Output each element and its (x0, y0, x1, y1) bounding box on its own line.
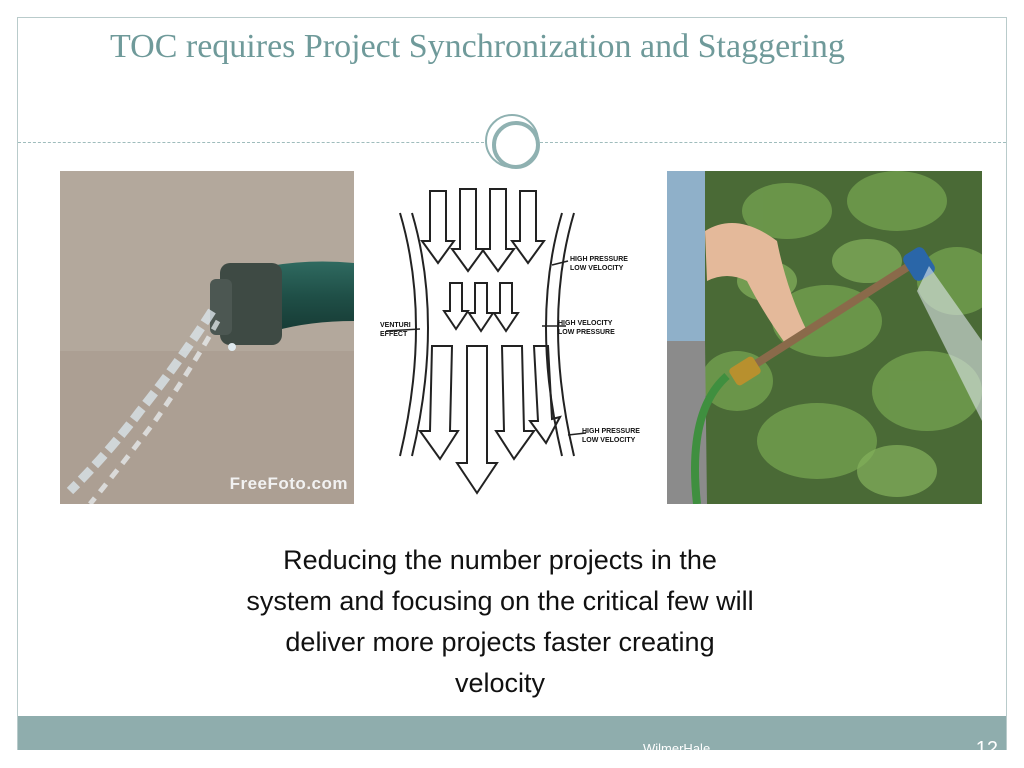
middle-label-line2: LOW PRESSURE (558, 329, 615, 336)
garden-watering-photo (667, 171, 982, 504)
hose-drip-photo: FreeFoto.com (60, 171, 354, 504)
venturi-diagram: VENTURI EFFECT HIGH PRESSURE LOW VELOCIT… (372, 171, 662, 504)
bottom-label-line1: HIGH PRESSURE (582, 428, 640, 435)
venturi-label-line1: VENTURI (380, 322, 411, 329)
top-label-line2: LOW VELOCITY (570, 265, 624, 272)
freefoto-watermark: FreeFoto.com (229, 474, 348, 493)
body-text: Reducing the number projects in the syst… (246, 545, 754, 698)
page-number: 12 (975, 738, 998, 760)
circle-ornament-icon (485, 114, 540, 169)
slide-title: TOC requires Project Synchronization and… (110, 28, 845, 65)
middle-label-line1: HIGH VELOCITY (558, 320, 613, 327)
top-label-line1: HIGH PRESSURE (570, 256, 628, 263)
title-divider-right (540, 142, 1006, 143)
footer-bar (18, 716, 1006, 750)
title-divider-left (18, 142, 484, 143)
bottom-label-line2: LOW VELOCITY (582, 437, 636, 444)
venturi-label-line2: EFFECT (380, 331, 408, 338)
footer-company: WilmerHale (643, 741, 711, 756)
